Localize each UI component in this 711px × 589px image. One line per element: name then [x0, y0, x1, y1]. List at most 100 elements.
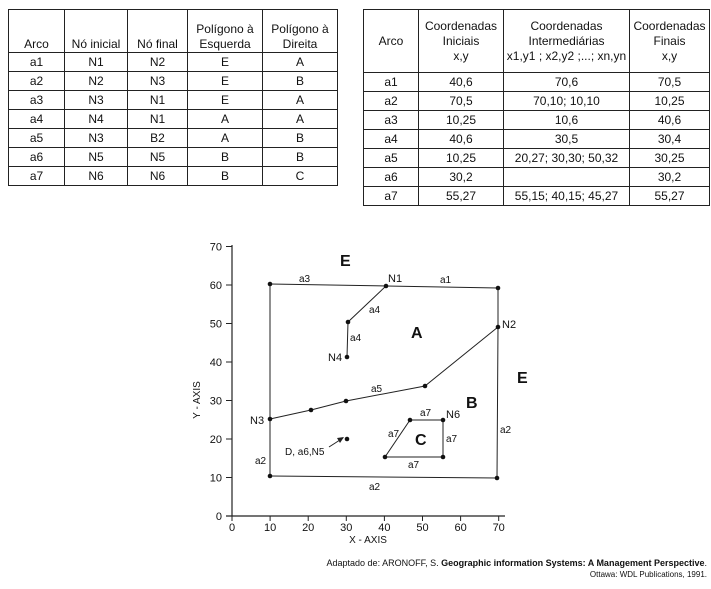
arc-table-cell: C — [262, 166, 338, 186]
coord-table-cell: 55,27 — [418, 186, 504, 206]
arc-label-a7-left: a7 — [388, 429, 400, 440]
node-labels: N1 N2 N3 N4 N6 — [250, 273, 516, 427]
y-tick-label: 60 — [210, 280, 222, 292]
node-n6-dot — [440, 417, 446, 423]
arc-header-no-inicial: Nó inicial — [64, 9, 128, 53]
arc-label-a5: a5 — [371, 384, 383, 395]
vertex-dot — [407, 417, 413, 423]
arc-label-a2-bottom: a2 — [369, 482, 381, 493]
node-label-n4: N4 — [328, 352, 342, 364]
node-n4-dot — [344, 354, 350, 360]
coord-table-cell: 70,5 — [629, 72, 710, 92]
coord-table-cell: a1 — [363, 72, 419, 92]
polygon-label-c: C — [415, 432, 427, 449]
arc-table-cell: N3 — [64, 90, 128, 110]
node-n5-point — [344, 436, 350, 442]
coord-table-cell: 10,25 — [629, 91, 710, 111]
arc-table-cell: B — [187, 166, 263, 186]
y-tick-label: 50 — [210, 319, 222, 331]
vertex-dot — [440, 454, 446, 460]
caption-prefix: Adaptado de: ARONOFF, S. — [326, 558, 442, 568]
polygon-label-e-right: E — [517, 370, 528, 387]
polygon-label-b: B — [466, 395, 478, 412]
source-caption: Adaptado de: ARONOFF, S. Geographic info… — [0, 557, 707, 581]
node-label-n6: N6 — [446, 409, 460, 421]
caption-suffix: . — [704, 558, 707, 568]
coord-table-cell: 55,27 — [629, 186, 710, 206]
coord-table-cell: 40,6 — [629, 110, 710, 130]
arc-table-cell: B2 — [127, 128, 188, 148]
x-tick-label: 70 — [493, 522, 505, 534]
y-tick-label: 40 — [210, 357, 222, 369]
caption-title: Geographic information Systems: A Manage… — [441, 558, 705, 568]
arc-label-a7-right: a7 — [446, 434, 458, 445]
arc-labels: a1 a2 a2 a3 a4 a4 a5 a7 a7 a7 a7 a2 — [255, 274, 512, 493]
y-tick-label: 30 — [210, 396, 222, 408]
arc-a4 — [346, 285, 387, 358]
caption-publisher: Ottawa: WDL Publications, 1991. — [589, 570, 707, 579]
x-tick-label: 30 — [340, 522, 352, 534]
arc-a2-outer — [269, 288, 499, 479]
arc-table-cell: a7 — [8, 166, 65, 186]
node-corner-dot — [267, 281, 273, 287]
arc-label-a1: a1 — [440, 275, 452, 286]
arc-label-a2-right: a2 — [500, 425, 512, 436]
node-n3-dot — [267, 416, 273, 422]
arc-table-cell: a1 — [8, 52, 65, 72]
x-tick-label: 60 — [454, 522, 466, 534]
axes — [226, 245, 505, 517]
x-tick-label: 0 — [229, 522, 235, 534]
x-tick-label: 40 — [378, 522, 390, 534]
vertex-dot — [422, 383, 428, 389]
node-corner-dot — [267, 473, 273, 479]
arc-table-cell: N1 — [127, 109, 188, 129]
y-tick-label: 70 — [210, 242, 222, 254]
node-label-n3: N3 — [250, 415, 264, 427]
arc-table-cell: a5 — [8, 128, 65, 148]
x-tick-label: 10 — [264, 522, 276, 534]
arc-label-a7-bottom: a7 — [408, 460, 420, 471]
vertex-dot — [308, 407, 314, 413]
polygon-label-a: A — [411, 325, 423, 342]
node-corner-dot — [494, 475, 500, 481]
x-tick-label: 50 — [416, 522, 428, 534]
arc-label-a2-left: a2 — [255, 456, 267, 467]
y-tick-label: 0 — [216, 511, 222, 523]
polygon-labels: E A B C E — [340, 253, 528, 449]
arc-label-a4-lower: a4 — [350, 333, 362, 344]
arc-label-a3: a3 — [299, 274, 311, 285]
arc-label-a7-top: a7 — [420, 408, 432, 419]
vertex-dot — [382, 454, 388, 460]
map-nodes — [267, 281, 501, 481]
node-n2-dot — [495, 324, 501, 330]
arc-header-arco: Arco — [8, 9, 65, 53]
point-label: D, a6,N5 — [285, 447, 325, 458]
arrow-head-icon — [337, 437, 344, 443]
x-axis-label: X - AXIS — [349, 535, 387, 546]
y-axis-label: Y - AXIS — [192, 381, 203, 419]
map-arcs — [269, 283, 499, 479]
polygon-label-e-top: E — [340, 253, 351, 270]
arc-table-cell: a3 — [8, 90, 65, 110]
node-label-n1: N1 — [388, 273, 402, 285]
coord-table-cell: 40,6 — [418, 72, 504, 92]
coord-table-cell: 55,15; 40,15; 45,27 — [503, 186, 630, 206]
x-ticks: 0 10 20 30 40 50 60 70 — [229, 516, 505, 534]
x-tick-label: 20 — [302, 522, 314, 534]
arc-label-a4-upper: a4 — [369, 305, 381, 316]
